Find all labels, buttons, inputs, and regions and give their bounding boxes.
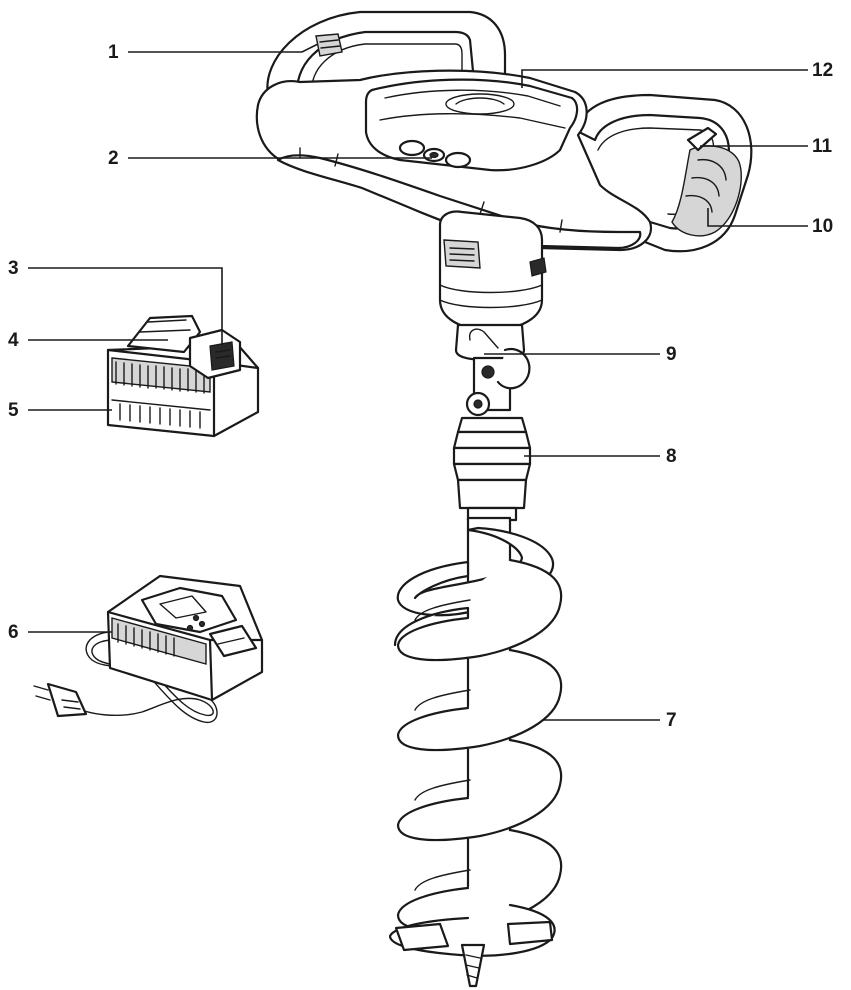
callout-10: 10	[812, 216, 834, 237]
callout-1: 1	[108, 42, 119, 63]
callout-4: 4	[8, 330, 19, 351]
leader-10	[707, 208, 808, 227]
battery-pack	[106, 314, 260, 438]
leader-3	[28, 267, 223, 345]
gearbox	[438, 210, 547, 362]
callout-6: 6	[8, 622, 19, 643]
leader-lines	[28, 43, 808, 721]
callout-11: 11	[812, 136, 833, 157]
callout-2: 2	[108, 148, 119, 169]
auger-bit	[388, 516, 563, 988]
callout-9: 9	[666, 344, 677, 365]
powerhead	[255, 10, 753, 253]
leader-12	[521, 69, 808, 88]
callout-5: 5	[8, 400, 19, 421]
callout-8: 8	[666, 446, 677, 467]
callout-7: 7	[666, 710, 677, 731]
charger	[33, 574, 264, 723]
leader-1	[128, 43, 319, 53]
callout-3: 3	[8, 258, 19, 279]
callout-12: 12	[812, 60, 834, 81]
